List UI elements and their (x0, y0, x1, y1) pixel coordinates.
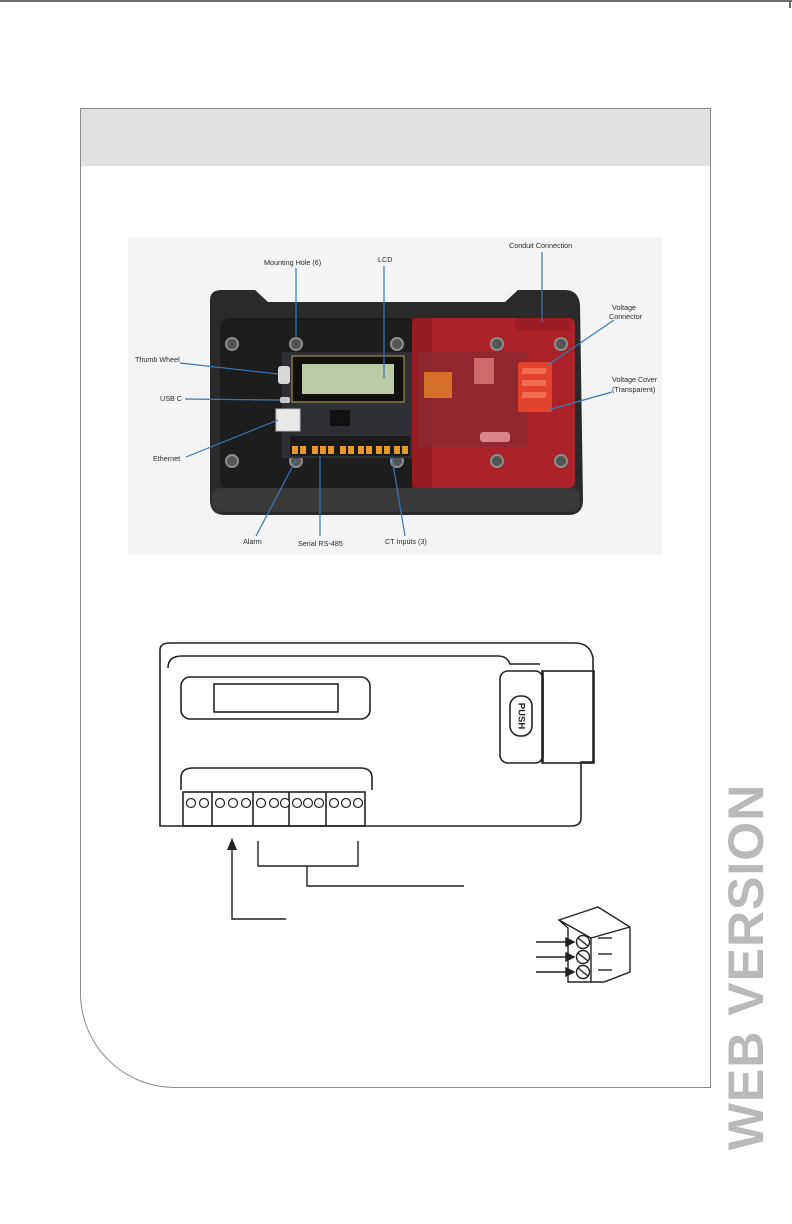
terminal-screws (187, 799, 363, 808)
alarm-arrow-head (227, 838, 237, 850)
web-version-stamp: WEB VERSION (692, 786, 792, 1148)
terminal-header (181, 768, 372, 790)
web-version-text: WEB VERSION (717, 784, 775, 1151)
terminal-block (183, 792, 365, 826)
housing-inner-outline (168, 656, 540, 668)
drawing-leaders (232, 841, 464, 919)
wire-arrows (536, 938, 574, 976)
push-label: PUSH (515, 703, 526, 730)
